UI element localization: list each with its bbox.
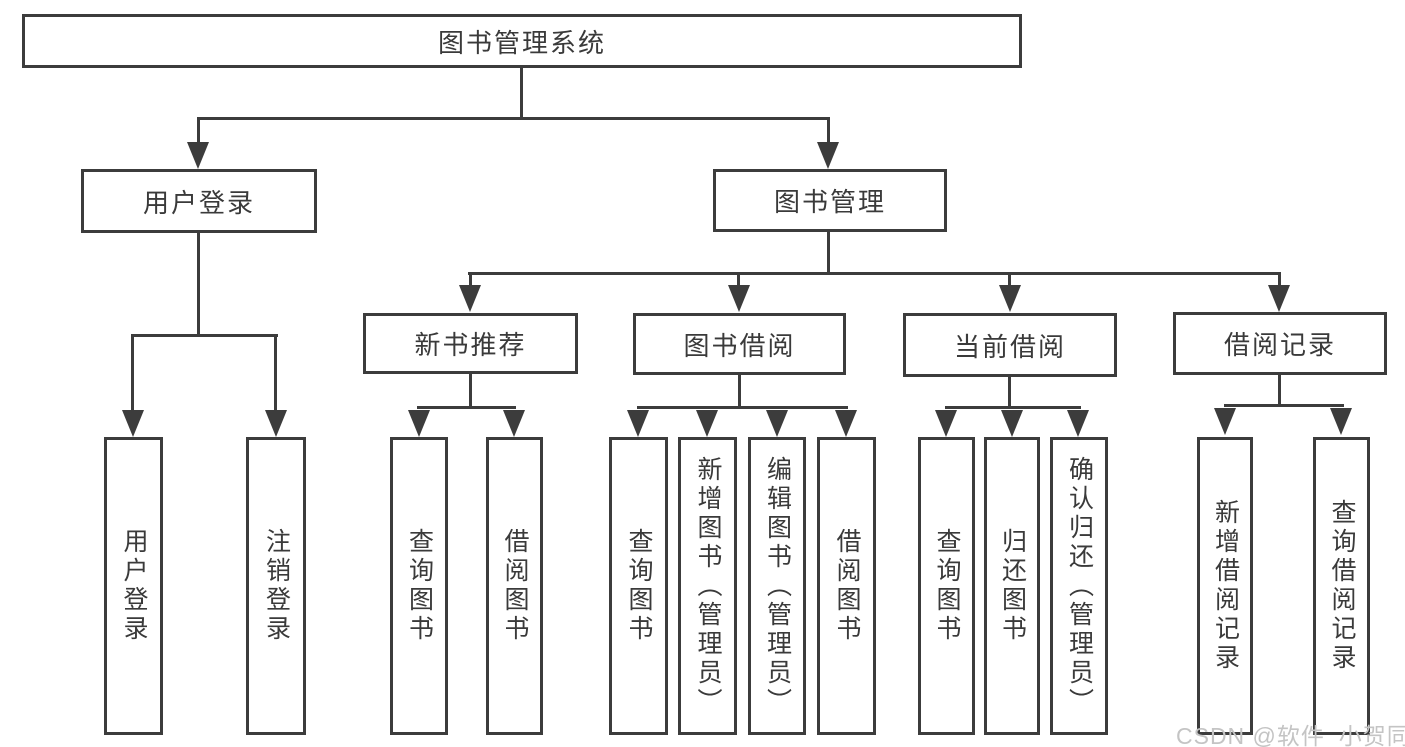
leaf-add-borrow-record: 新增借阅记录 — [1197, 437, 1253, 735]
arrowhead-new-book — [459, 285, 481, 312]
leaf-confirm-return-admin: 确认归还（管理员） — [1050, 437, 1108, 735]
connector-book-management-stem — [827, 232, 830, 274]
arrowhead-query-books-3 — [935, 410, 957, 437]
arrowhead-leaf-user-login — [122, 410, 144, 437]
arrowhead-leaf-logout — [265, 410, 287, 437]
leaf-add-book-admin: 新增图书（管理员） — [678, 437, 737, 735]
connector-book-management-branch — [468, 272, 1280, 275]
arrowhead-user-login — [187, 142, 209, 169]
leaf-borrow-books-2: 借阅图书 — [817, 437, 876, 735]
leaf-query-borrow-record: 查询借阅记录 — [1313, 437, 1370, 735]
connector-stem-book-management — [827, 117, 830, 144]
node-book-borrow: 图书借阅 — [633, 313, 846, 375]
connector-stem-book-borrow — [737, 272, 740, 286]
connector-root-stem — [520, 68, 523, 118]
node-current-borrow: 当前借阅 — [903, 313, 1117, 377]
connector-stem-borrow-records — [1278, 272, 1281, 286]
arrowhead-book-borrow — [728, 285, 750, 312]
node-user-login: 用户登录 — [81, 169, 317, 233]
arrowhead-query-books-2 — [627, 410, 649, 437]
connector-current-borrow-stem — [1008, 377, 1011, 408]
connector-stem-user-login — [197, 117, 200, 144]
connector-stem-new-book — [469, 272, 472, 286]
connector-user-login-stem — [197, 233, 200, 336]
connector-stem-current-borrow — [1008, 272, 1011, 286]
leaf-query-books-1: 查询图书 — [390, 437, 448, 735]
arrowhead-borrow-records — [1268, 285, 1290, 312]
connector-borrow-records-stem — [1278, 375, 1281, 406]
csdn-watermark: CSDN @软件_小贺同学 — [1176, 723, 1405, 747]
arrowhead-borrow-books-2 — [835, 410, 857, 437]
connector-book-borrow-branch — [637, 406, 848, 409]
leaf-edit-book-admin: 编辑图书（管理员） — [748, 437, 806, 735]
arrowhead-return-books — [1001, 410, 1023, 437]
connector-root-branch — [197, 117, 830, 120]
connector-stem-leaf-user-login — [131, 334, 134, 411]
arrowhead-edit-book — [766, 410, 788, 437]
arrowhead-borrow-books-1 — [503, 410, 525, 437]
connector-new-book-stem — [469, 374, 472, 408]
leaf-return-books: 归还图书 — [984, 437, 1040, 735]
node-library-management-system: 图书管理系统 — [22, 14, 1022, 68]
leaf-user-login: 用户登录 — [104, 437, 163, 735]
connector-borrow-records-branch — [1224, 404, 1344, 407]
arrowhead-query-borrow-record — [1330, 408, 1352, 435]
arrowhead-add-book — [696, 410, 718, 437]
arrowhead-current-borrow — [999, 285, 1021, 312]
connector-new-book-branch — [417, 406, 516, 409]
arrowhead-confirm-return — [1067, 410, 1089, 437]
leaf-query-books-3: 查询图书 — [918, 437, 975, 735]
connector-user-login-branch — [131, 334, 278, 337]
arrowhead-add-borrow-record — [1214, 408, 1236, 435]
connector-stem-leaf-logout — [274, 334, 277, 411]
leaf-query-books-2: 查询图书 — [609, 437, 668, 735]
leaf-borrow-books-1: 借阅图书 — [486, 437, 543, 735]
node-book-management: 图书管理 — [713, 169, 947, 232]
connector-book-borrow-stem — [738, 375, 741, 408]
connector-current-borrow-branch — [945, 406, 1081, 409]
node-borrow-records: 借阅记录 — [1173, 312, 1387, 375]
arrowhead-query-books-1 — [408, 410, 430, 437]
leaf-logout-login: 注销登录 — [246, 437, 306, 735]
arrowhead-book-management — [817, 142, 839, 169]
node-new-book-recommend: 新书推荐 — [363, 313, 578, 374]
